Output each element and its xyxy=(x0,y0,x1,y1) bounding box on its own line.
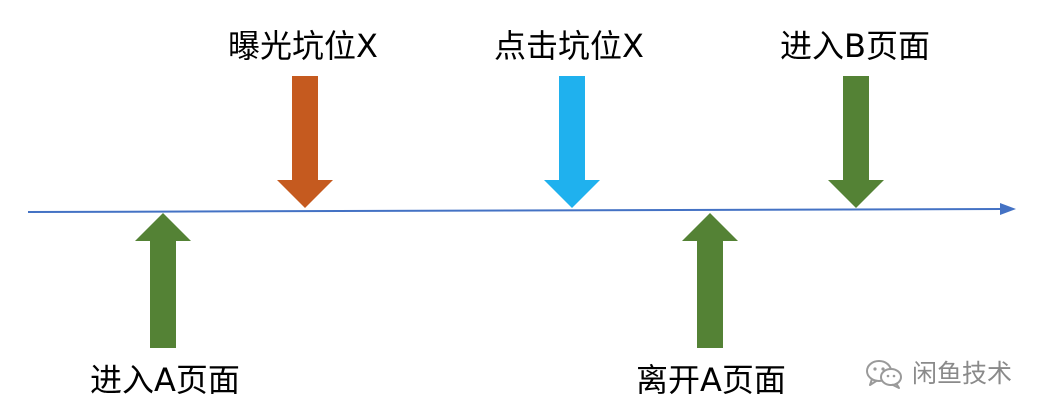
enter-a-page-arrow xyxy=(135,213,191,348)
leave-a-page-label: 离开A页面 xyxy=(636,361,786,399)
click-label: 点击坑位X xyxy=(494,27,644,65)
timeline-arrowhead xyxy=(1000,203,1016,215)
leave-a-page-arrow xyxy=(682,213,738,348)
exposure-label: 曝光坑位X xyxy=(228,27,378,65)
watermark: 闲鱼技术 xyxy=(864,356,1012,392)
enter-b-page-label: 进入B页面 xyxy=(780,27,930,65)
wechat-icon xyxy=(866,360,902,389)
timeline-line xyxy=(27,208,1003,213)
enter-a-page-label: 进入A页面 xyxy=(90,361,240,399)
click-arrow xyxy=(544,76,600,208)
watermark-text: 闲鱼技术 xyxy=(912,359,1013,388)
exposure-arrow xyxy=(277,76,333,208)
enter-b-page-arrow xyxy=(828,76,884,208)
